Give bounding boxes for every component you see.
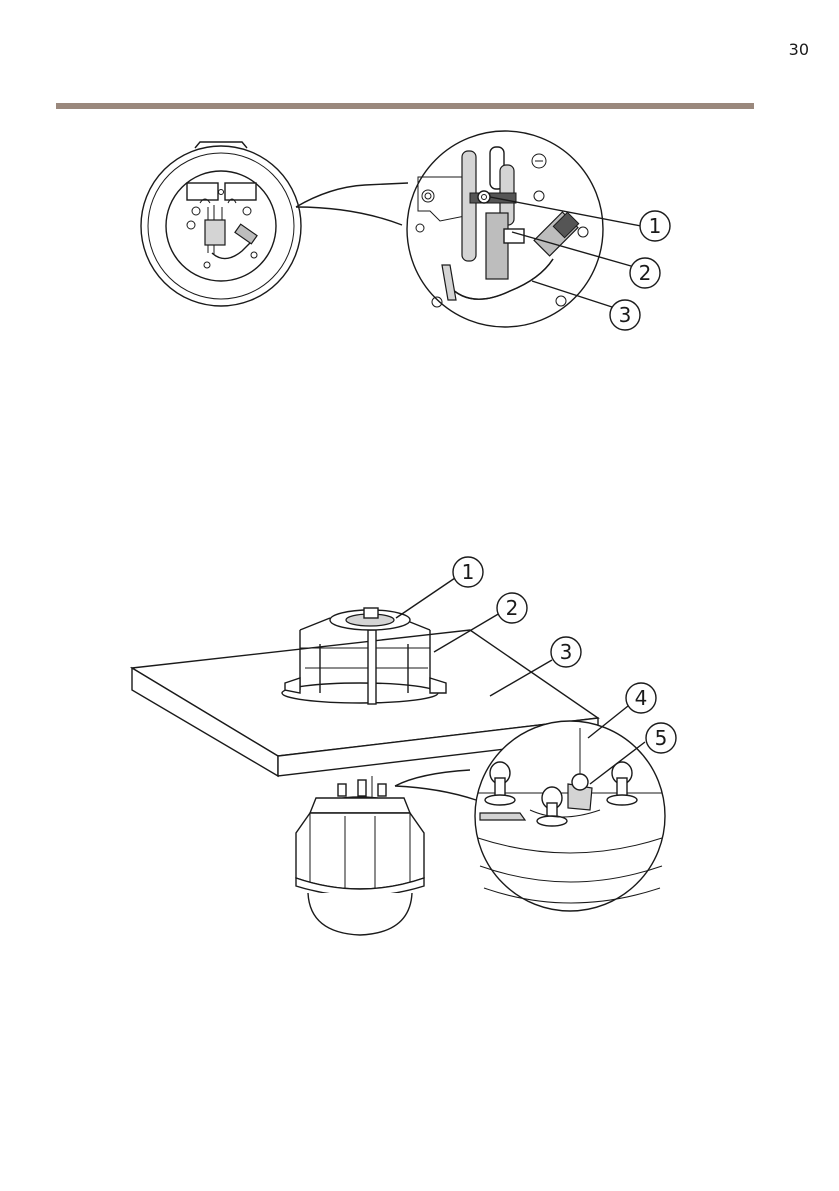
callout-3: 3: [551, 637, 581, 667]
header-rule: [56, 103, 754, 109]
callout-number: 1: [649, 214, 662, 238]
callout-1: 1: [453, 557, 483, 587]
cable-connection-illustration: 1 2 3: [0, 125, 839, 350]
callout-number: 5: [655, 726, 668, 750]
callout-number: 2: [506, 596, 519, 620]
callout-2: 2: [630, 258, 660, 288]
callout-2: 2: [497, 593, 527, 623]
cable-detail-magnified: [407, 131, 603, 327]
callout-number: 1: [462, 560, 475, 584]
callout-number: 3: [560, 640, 573, 664]
callout-4: 4: [626, 683, 656, 713]
callout-number: 4: [635, 686, 648, 710]
ceiling-mount-illustration: 1 2 3 4 5: [0, 548, 839, 948]
camera-top-view: [141, 142, 301, 306]
callout-number: 3: [619, 303, 632, 327]
callout-3: 3: [610, 300, 640, 330]
page-number: 30: [789, 40, 809, 59]
callout-number: 2: [639, 261, 652, 285]
camera-unit: [296, 780, 424, 935]
callout-5: 5: [646, 723, 676, 753]
callout-1: 1: [640, 211, 670, 241]
mount-detail-magnified: [475, 721, 665, 911]
